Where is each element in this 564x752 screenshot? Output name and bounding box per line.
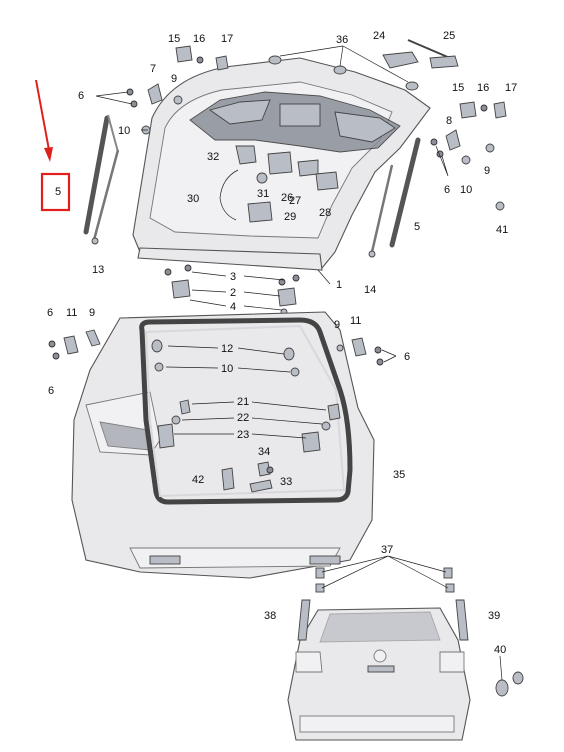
striker-parts[interactable]	[221, 461, 274, 493]
label-39: 39	[488, 610, 500, 622]
rubber-bumpers[interactable]	[268, 45, 419, 91]
label-30: 30	[187, 193, 199, 205]
label-10-m: 10	[221, 363, 233, 375]
part-labels: 1 2 3 4 5 5 6 6 6 6 6 7 8 9 9 9 9 10 10 …	[47, 30, 517, 656]
label-5-right: 5	[414, 221, 420, 233]
label-16-r: 16	[477, 82, 489, 94]
label-17-r: 17	[505, 82, 517, 94]
label-5-highlighted: 5	[55, 186, 61, 198]
label-38: 38	[264, 610, 276, 622]
label-9-tr: 9	[484, 165, 490, 177]
label-35: 35	[393, 469, 405, 481]
label-22: 22	[237, 412, 249, 424]
label-36: 36	[336, 34, 348, 46]
label-28: 28	[319, 207, 331, 219]
lock-components[interactable]	[219, 145, 339, 223]
gas-strut-right[interactable]	[368, 137, 421, 258]
label-21: 21	[237, 396, 249, 408]
vehicle-rear-view[interactable]	[287, 607, 471, 741]
label-9-ml: 9	[89, 307, 95, 319]
label-10-tr: 10	[460, 184, 472, 196]
trim-strips[interactable]	[297, 555, 469, 641]
label-15-r: 15	[452, 82, 464, 94]
label-9-tl: 9	[171, 73, 177, 85]
part-40-bushings[interactable]	[495, 655, 524, 697]
label-8: 8	[446, 115, 452, 127]
door-seal[interactable]	[139, 317, 353, 505]
label-32: 32	[207, 151, 219, 163]
label-16-l: 16	[193, 33, 205, 45]
label-17-l: 17	[221, 33, 233, 45]
label-2: 2	[230, 287, 236, 299]
gas-strut-left[interactable]	[83, 114, 120, 245]
side-fasteners[interactable]	[48, 329, 397, 366]
label-11-l: 11	[66, 307, 77, 319]
label-23: 23	[237, 429, 249, 441]
label-27: 27	[289, 195, 301, 207]
spoiler-part-24[interactable]	[382, 51, 419, 69]
seal-fasteners[interactable]	[151, 339, 341, 453]
label-3: 3	[230, 271, 236, 283]
label-6-mr: 6	[404, 351, 410, 363]
label-1: 1	[336, 279, 342, 291]
label-24: 24	[373, 30, 385, 42]
wiper-part-25[interactable]	[407, 39, 459, 69]
label-11-r: 11	[350, 315, 361, 327]
label-29: 29	[284, 211, 296, 223]
label-25: 25	[443, 30, 455, 42]
label-33: 33	[280, 476, 292, 488]
label-6-tl: 6	[78, 90, 84, 102]
label-31: 31	[257, 188, 269, 200]
label-12: 12	[221, 343, 233, 355]
label-10-tl: 10	[118, 125, 130, 137]
label-40: 40	[494, 644, 506, 656]
label-41: 41	[496, 224, 508, 236]
label-34: 34	[258, 446, 270, 458]
label-26: 26	[281, 192, 293, 204]
label-6-ml1: 6	[47, 307, 53, 319]
label-7: 7	[150, 63, 156, 75]
upper-right-fasteners[interactable]	[430, 101, 507, 211]
hinge-assembly[interactable]	[164, 264, 300, 316]
red-pointer-arrow	[35, 79, 53, 162]
label-13: 13	[92, 264, 104, 276]
label-4: 4	[230, 301, 236, 313]
highlight-box	[40, 172, 71, 212]
label-42: 42	[192, 474, 204, 486]
upper-left-fasteners[interactable]	[95, 45, 229, 135]
label-6-ml2: 6	[48, 385, 54, 397]
label-6-tr: 6	[444, 184, 450, 196]
label-9-mr: 9	[334, 319, 340, 331]
label-15-l: 15	[168, 33, 180, 45]
label-14: 14	[364, 284, 376, 296]
label-37: 37	[381, 544, 393, 556]
